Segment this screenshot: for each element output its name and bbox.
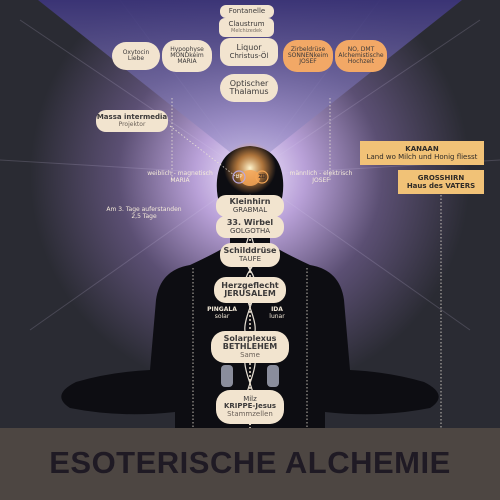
hypophyse-line2: MONDkeim (170, 51, 204, 59)
zirbeldruese-line3: JOSEF (299, 58, 317, 66)
footer-band (0, 428, 500, 500)
liquor-title: Liquor (236, 43, 262, 53)
liquor-pill: Liquor Christus-Öl (220, 38, 278, 66)
zd-label: ZD (258, 174, 266, 180)
left-polarity-line2: MARIA (170, 177, 190, 185)
kanaan-sub: Land wo Milch und Honig fliesst (366, 153, 478, 161)
wirbel-line1: 33. Wirbel (226, 218, 274, 228)
dmt-line2: Alchemistische (338, 51, 384, 59)
zirbeldruese-pill: Zirbeldrüse SONNENkeim JOSEF (283, 40, 333, 72)
herzgeflecht-line1: Herzgeflecht (221, 280, 279, 290)
pingala-title: PINGALA (207, 306, 237, 313)
footer-title: ESOTERISCHE ALCHEMIE (49, 445, 451, 480)
hypophyse-line3: MARIA (177, 58, 197, 66)
hypophyse-line1: Hypophyse (170, 45, 204, 53)
herzgeflecht-line2: JERUSALEM (224, 289, 276, 298)
kanaan-title: KANAAN (405, 144, 439, 153)
schilddruese-line1: Schilddrüse (223, 246, 277, 256)
spine-herzgeflecht: Herzgeflecht JERUSALEM (214, 277, 286, 303)
thalamus-line2: Thalamus (229, 87, 269, 96)
oxytocin-pill: Oxytocin Liebe (112, 42, 160, 70)
liquor-sub: Christus-Öl (229, 51, 269, 60)
thalamus-line1: Optischer (229, 78, 269, 88)
grosshirn-title: GROSSHIRN (417, 173, 465, 182)
right-polarity-line2: JOSEF (312, 177, 330, 185)
massa-connector (169, 125, 239, 179)
wirbel-line2: GOLGOTHA (229, 226, 271, 235)
hypophyse-pill: Hypophyse MONDkeim MARIA (162, 40, 212, 72)
hp-circle (232, 170, 246, 184)
oxytocin-line2: Liebe (127, 55, 145, 62)
crown-glow (224, 142, 276, 194)
oxytocin-line1: Oxytocin (122, 48, 150, 56)
ida-sub: lunar (269, 313, 285, 321)
dmt-pill: NO, DMT Alchemistische Hochzeit (335, 40, 387, 72)
ida-label: IDA lunar (262, 306, 292, 320)
claustrum-pill: Claustrum Melchizedek (219, 18, 274, 37)
fontanelle-label: Fontanelle (228, 6, 266, 15)
spine-kleinhirn: Kleinhirn GRABMAL (216, 195, 284, 217)
spine-wirbel: 33. Wirbel GOLGOTHA (216, 216, 284, 238)
schilddruese-line2: TAUFE (238, 254, 262, 263)
spine-milz: Milz KRIPPE-Jesus Stammzellen (216, 390, 284, 424)
third-day-line1: Am 3. Tage auferstanden (106, 206, 182, 213)
hp-label: HP (235, 174, 243, 180)
spine-schilddruese: Schilddrüse TAUFE (220, 243, 280, 267)
thalamus-pill: Optischer Thalamus (220, 74, 278, 102)
milz-line2: KRIPPE-Jesus (223, 402, 277, 411)
grosshirn-box: GROSSHIRN Haus des VATERS (398, 170, 484, 194)
spine-solarplexus: Solarplexus BETHLEHEM Same (211, 331, 289, 363)
claustrum-title: Claustrum (228, 20, 265, 29)
zirbeldruese-line2: SONNENkeim (287, 51, 329, 59)
right-kidney-shape (267, 365, 279, 387)
milz-line1: Milz (243, 394, 257, 403)
solarplexus-line2: BETHLEHEM (222, 342, 278, 352)
right-polarity-line1: männlich - elektrisch (289, 170, 353, 177)
dmt-line1: NO, DMT (347, 45, 375, 53)
zirbeldruese-line1: Zirbeldrüse (290, 45, 326, 53)
ida-title: IDA (271, 306, 283, 313)
claustrum-sub: Melchizedek (231, 27, 262, 34)
left-kidney-shape (221, 365, 233, 387)
fontanelle-pill: Fontanelle (220, 5, 274, 18)
kleinhirn-line1: Kleinhirn (229, 197, 271, 207)
massa-sub: Projektor (118, 120, 146, 128)
left-polarity-line1: weiblich - magnetisch (147, 170, 213, 177)
left-polarity-label: weiblich - magnetisch MARIA (140, 170, 220, 184)
third-day-label: Am 3. Tage auferstanden 2,5 Tage (104, 206, 184, 220)
right-polarity-label: männlich - elektrisch JOSEF (280, 170, 362, 184)
zd-circle (255, 170, 269, 184)
kanaan-box: KANAAN Land wo Milch und Honig fliesst (360, 141, 484, 165)
kleinhirn-line2: GRABMAL (232, 205, 268, 214)
grosshirn-sub: Haus des VATERS (406, 182, 476, 190)
dmt-line3: Hochzeit (347, 58, 375, 66)
pingala-label: PINGALA solar (203, 306, 241, 320)
solarplexus-line3: Same (240, 350, 260, 359)
pingala-sub: solar (214, 313, 230, 321)
massa-title: Massa intermedia (96, 113, 168, 122)
solarplexus-line1: Solarplexus (223, 333, 277, 343)
massa-intermedia-pill: Massa intermedia Projektor (96, 110, 168, 132)
third-day-line2: 2,5 Tage (131, 213, 157, 221)
milz-line3: Stammzellen (227, 409, 273, 418)
pineal-glow (240, 170, 260, 186)
